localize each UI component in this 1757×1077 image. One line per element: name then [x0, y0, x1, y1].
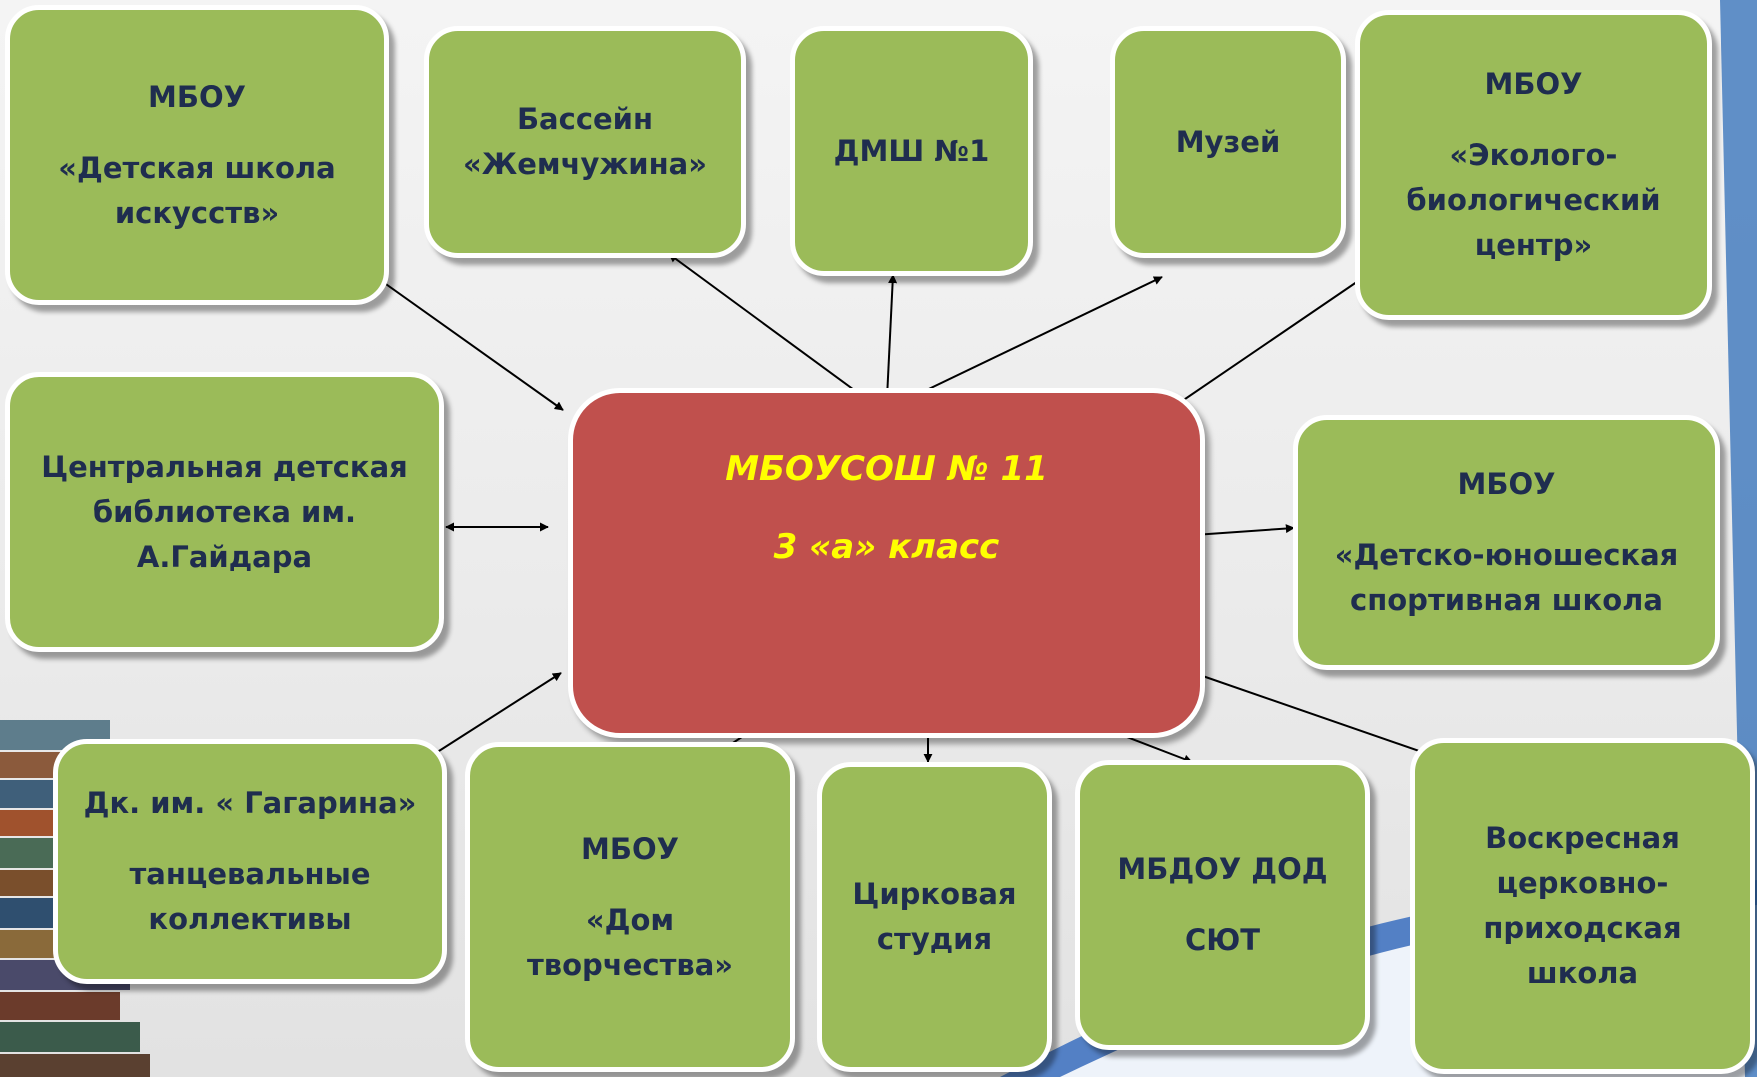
- node-gagarin-line1: Дк. им. « Гагарина»: [83, 786, 417, 820]
- node-museum-line1: Музей: [1175, 124, 1281, 159]
- node-dshi-line2: «Детская школа: [58, 150, 336, 185]
- center-class: 3 «а» класс: [773, 527, 1000, 567]
- node-dshi-line1: МБОУ: [148, 79, 246, 114]
- center-title: МБОУСОШ № 11: [725, 449, 1048, 489]
- node-dmsh: ДМШ №1: [790, 26, 1033, 276]
- center-node-school: МБОУСОШ № 11 3 «а» класс: [568, 388, 1205, 738]
- node-gagarin-line3: коллективы: [148, 902, 352, 936]
- node-syut-line2: СЮТ: [1184, 923, 1261, 957]
- node-dshi: МБОУ «Детская школа искусств»: [5, 5, 389, 305]
- node-ebc-line2: «Эколого-: [1449, 138, 1618, 172]
- node-house: МБОУ «Дом творчества»: [465, 742, 795, 1072]
- node-sport-line3: спортивная школа: [1350, 583, 1663, 617]
- node-syut: МБДОУ ДОД СЮТ: [1075, 760, 1370, 1050]
- node-library: Центральная детская библиотека им. А.Гай…: [5, 372, 444, 652]
- node-ebc: МБОУ «Эколого- биологический центр»: [1355, 10, 1712, 320]
- node-pool-line1: Бассейн: [516, 102, 654, 136]
- node-circus-line2: студия: [876, 922, 993, 956]
- node-sunday-line3: приходская: [1483, 911, 1682, 945]
- node-ebc-line3: биологический: [1406, 183, 1661, 217]
- node-sport: МБОУ «Детско-юношеская спортивная школа: [1293, 415, 1720, 670]
- node-house-line3: творчества»: [526, 947, 734, 982]
- node-library-line3: А.Гайдара: [136, 539, 313, 574]
- node-syut-line1: МБДОУ ДОД: [1117, 852, 1328, 886]
- node-sunday: Воскресная церковно- приходская школа: [1410, 738, 1755, 1074]
- node-dmsh-line1: ДМШ №1: [833, 133, 990, 168]
- node-sunday-line2: церковно-: [1496, 866, 1669, 900]
- node-house-line1: МБОУ: [581, 831, 679, 866]
- node-house-line2: «Дом: [585, 902, 675, 937]
- node-pool-line2: «Жемчужина»: [463, 147, 707, 181]
- node-gagarin: Дк. им. « Гагарина» танцевальные коллект…: [53, 739, 447, 984]
- node-pool: Бассейн «Жемчужина»: [424, 26, 746, 258]
- node-museum: Музей: [1110, 26, 1346, 258]
- node-library-line2: библиотека им.: [92, 494, 357, 529]
- node-ebc-line1: МБОУ: [1484, 67, 1583, 101]
- node-sport-line1: МБОУ: [1457, 467, 1556, 501]
- node-sunday-line1: Воскресная: [1485, 821, 1680, 855]
- node-sunday-line4: школа: [1526, 956, 1639, 990]
- node-circus-line1: Цирковая: [852, 877, 1017, 911]
- node-gagarin-line2: танцевальные: [129, 857, 371, 891]
- node-circus: Цирковая студия: [817, 762, 1052, 1072]
- node-library-line1: Центральная детская: [41, 449, 408, 484]
- node-dshi-line3: искусств»: [114, 195, 280, 230]
- node-ebc-line4: центр»: [1474, 228, 1593, 262]
- node-sport-line2: «Детско-юношеская: [1334, 538, 1679, 572]
